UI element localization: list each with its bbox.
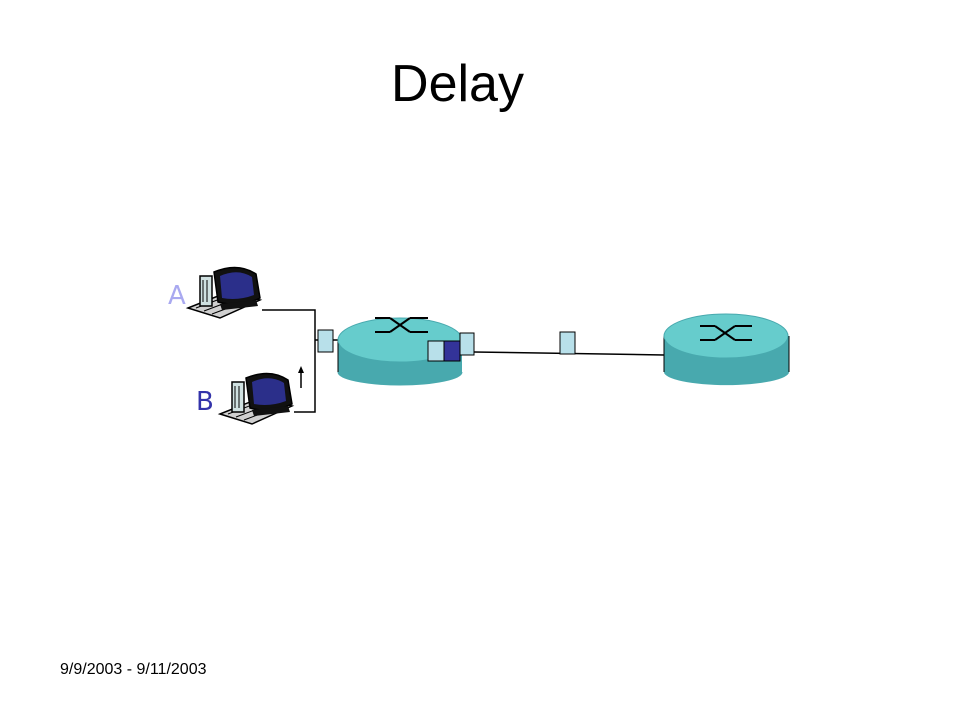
host-b-computer-icon: [219, 372, 293, 425]
packet-transmitting: [459, 332, 475, 356]
footer-date: 9/9/2003 - 9/11/2003: [60, 661, 207, 678]
slide-title: Delay: [391, 55, 524, 113]
packet-queued-1: [427, 340, 445, 362]
packet-in-flight: [559, 331, 576, 355]
host-a-computer-icon: [187, 266, 261, 319]
host-a-label: A: [168, 281, 186, 311]
link-host-b: [294, 338, 316, 413]
packet-queued-2: [443, 340, 461, 362]
router-2-icon: [663, 313, 790, 386]
link-host-a: [262, 309, 316, 338]
packet-incoming: [317, 329, 334, 353]
host-b-label: B: [196, 387, 214, 417]
arrow-up-icon: [298, 366, 304, 388]
